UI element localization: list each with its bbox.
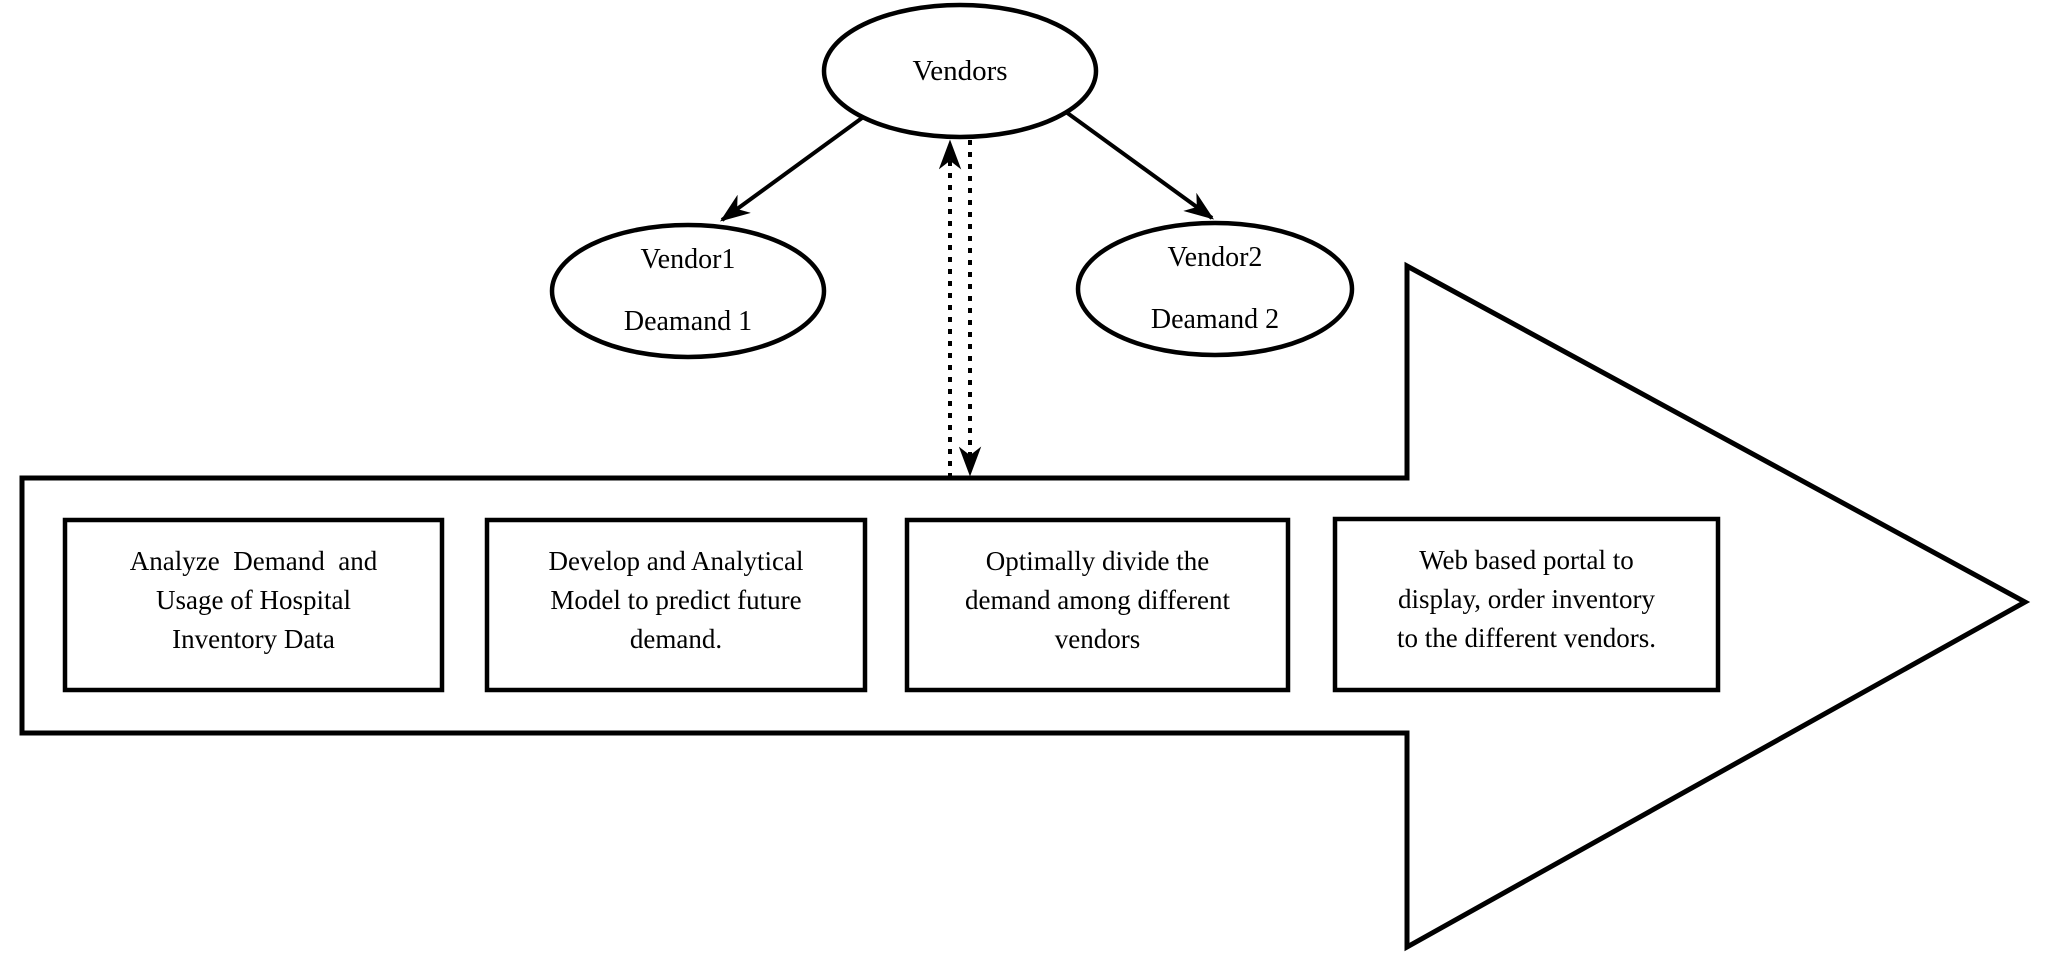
vendor2-node-text: Vendor2 Deamand 2 bbox=[1150, 242, 1280, 335]
vendor1-node-text: Vendor1 Deamand 1 bbox=[623, 244, 753, 337]
step2-label: Develop and Analytical Model to predict … bbox=[487, 520, 865, 690]
edge-vendors-to-vendor2 bbox=[1064, 110, 1215, 220]
step4-text: Web based portal to display, order inven… bbox=[1397, 545, 1656, 653]
step4-label: Web based portal to display, order inven… bbox=[1335, 519, 1718, 690]
step3-text: Optimally divide the demand among differ… bbox=[965, 545, 1230, 654]
step2-text: Develop and Analytical Model to predict … bbox=[548, 545, 804, 654]
step3-box bbox=[904, 517, 1291, 693]
step1-box bbox=[62, 517, 445, 693]
edge-vendors-to-vendor1 bbox=[719, 116, 864, 222]
step1-text: Analyze Demand and Usage of Hospital Inv… bbox=[129, 545, 378, 654]
vendors-node-label: Vendors bbox=[824, 38, 1096, 104]
vendor1-node-label: Vendor1 Deamand 1 bbox=[552, 225, 824, 357]
step2-box bbox=[484, 517, 868, 693]
vendors-node-text: Vendors bbox=[912, 55, 1008, 87]
vendor2-node-label: Vendor2 Deamand 2 bbox=[1078, 223, 1352, 355]
step4-box bbox=[1332, 516, 1721, 693]
vendors-node-shape bbox=[821, 2, 1099, 140]
vendor1-node-shape bbox=[549, 222, 827, 360]
step3-label: Optimally divide the demand among differ… bbox=[907, 520, 1288, 690]
step1-label: Analyze Demand and Usage of Hospital Inv… bbox=[65, 520, 442, 690]
vendor2-node-shape bbox=[1075, 220, 1355, 358]
